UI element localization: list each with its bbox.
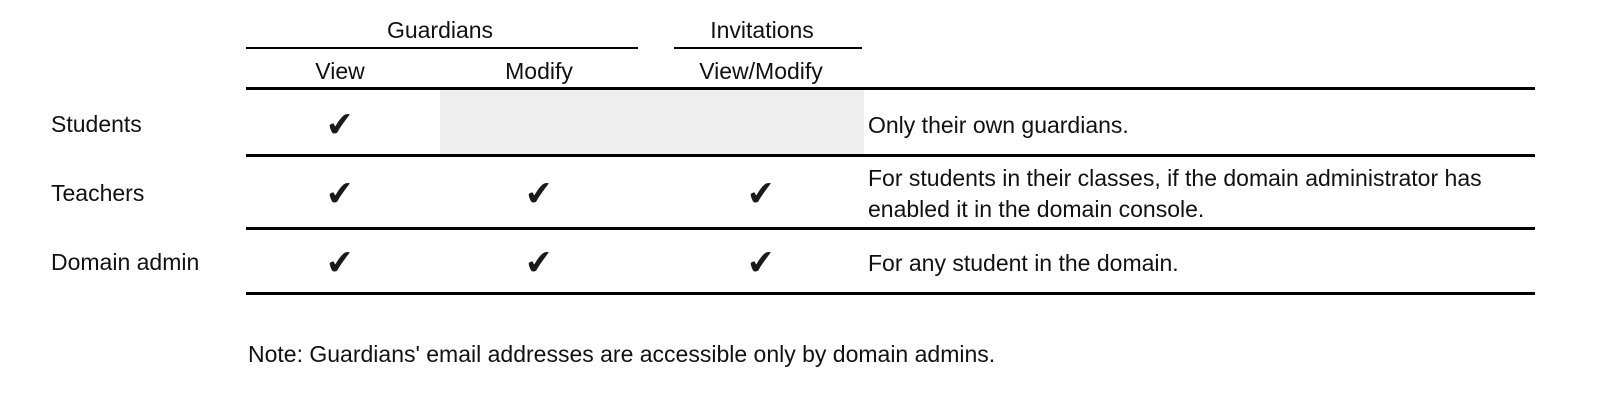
- table-bottom-rule: [246, 292, 1535, 295]
- description-students: Only their own guardians.: [868, 112, 1129, 138]
- check-teachers-guardians-view: ✔: [324, 173, 356, 215]
- column-header-guardians-view: View: [315, 58, 365, 84]
- row-rule-after-teachers: [246, 227, 1535, 230]
- check-domain-admin-guardians-modify: ✔: [523, 242, 555, 284]
- check-teachers-guardians-modify: ✔: [523, 173, 555, 215]
- check-domain-admin-guardians-view: ✔: [324, 242, 356, 284]
- check-teachers-invitations-view-modify: ✔: [745, 173, 777, 215]
- group-header-invitations-rule: [674, 47, 862, 49]
- table-footnote: Note: Guardians' email addresses are acc…: [248, 341, 996, 367]
- row-label-teachers: Teachers: [51, 180, 145, 206]
- group-header-guardians: Guardians: [386, 17, 494, 43]
- column-header-invitations-view-modify: View/Modify: [699, 58, 823, 84]
- check-domain-admin-invitations-view-modify: ✔: [745, 242, 777, 284]
- cell-students-guardians-modify-disabled: [440, 90, 864, 154]
- group-header-guardians-rule: [246, 47, 638, 49]
- header-bottom-rule: [246, 87, 1535, 90]
- column-header-guardians-modify: Modify: [505, 58, 573, 84]
- description-teachers: For students in their classes, if the do…: [868, 165, 1482, 222]
- group-header-invitations: Invitations: [710, 17, 814, 43]
- row-rule-after-students: [246, 154, 1535, 157]
- description-domain-admin: For any student in the domain.: [868, 250, 1179, 276]
- row-label-domain-admin: Domain admin: [51, 249, 200, 275]
- check-students-guardians-view: ✔: [324, 104, 356, 146]
- row-label-students: Students: [51, 111, 142, 137]
